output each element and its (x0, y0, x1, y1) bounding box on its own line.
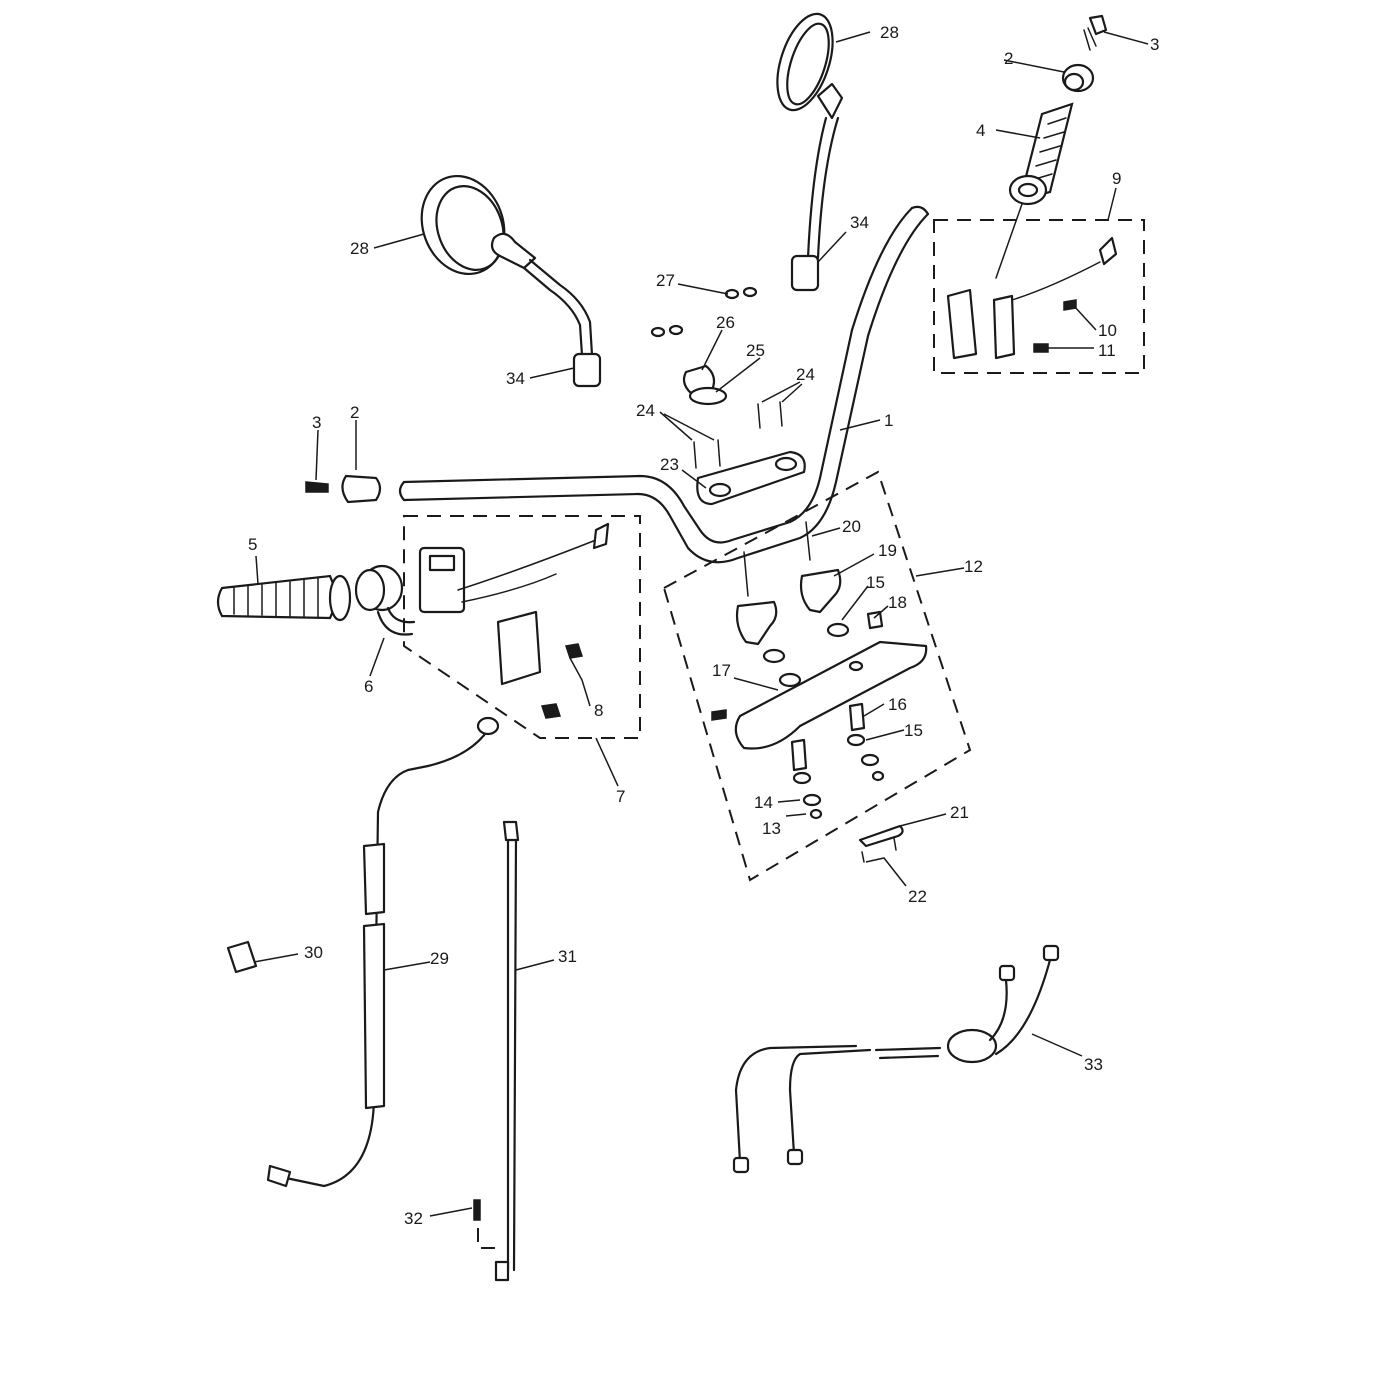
callout-24: 24 (796, 365, 815, 384)
left-bar-end (305, 474, 382, 504)
callout-33: 33 (1084, 1055, 1103, 1074)
callout-34: 34 (506, 369, 525, 388)
handlebar-top-clamp (650, 286, 806, 506)
callout-21: 21 (950, 803, 969, 822)
callout-4: 4 (976, 121, 985, 140)
callout-29: 29 (430, 949, 449, 968)
right-switch-box (933, 219, 1145, 374)
callout-labels: 1 2 2 3 3 4 5 6 7 8 9 10 11 12 13 14 15 … (248, 23, 1159, 1228)
right-grip-set (995, 14, 1108, 279)
clutch-cable (226, 716, 500, 1188)
callout-11: 11 (1098, 341, 1116, 360)
callout-30: 30 (304, 943, 323, 962)
left-grip (216, 574, 352, 622)
callout-24: 24 (636, 401, 655, 420)
throttle-assembly (354, 564, 416, 636)
callout-5: 5 (248, 535, 257, 554)
left-switch-housing (418, 522, 610, 719)
callout-6: 6 (364, 677, 373, 696)
leader-lines (253, 31, 1149, 1217)
callout-13: 13 (762, 819, 781, 838)
callout-17: 17 (712, 661, 731, 680)
callout-3: 3 (1150, 35, 1159, 54)
speedo-cable (473, 820, 520, 1282)
callout-2: 2 (350, 403, 359, 422)
clamp-box (662, 470, 972, 882)
callout-31: 31 (558, 947, 577, 966)
callout-16: 16 (888, 695, 907, 714)
callout-7: 7 (616, 787, 625, 806)
callout-8: 8 (594, 701, 603, 720)
callout-34: 34 (850, 213, 869, 232)
callout-14: 14 (754, 793, 773, 812)
handlebar-part (398, 205, 930, 564)
callout-19: 19 (878, 541, 897, 560)
callout-27: 27 (656, 271, 675, 290)
callout-10: 10 (1098, 321, 1117, 340)
mirror-left (420, 174, 602, 388)
callout-22: 22 (908, 887, 927, 906)
callout-18: 18 (888, 593, 907, 612)
callout-12: 12 (964, 557, 983, 576)
right-switch-housing (946, 236, 1118, 360)
mirror-right (776, 12, 844, 292)
callout-32: 32 (404, 1209, 423, 1228)
callout-25: 25 (746, 341, 765, 360)
callout-15: 15 (904, 721, 923, 740)
callout-3: 3 (312, 413, 321, 432)
callout-28: 28 (880, 23, 899, 42)
callout-9: 9 (1112, 169, 1121, 188)
callout-20: 20 (842, 517, 861, 536)
left-switch-box (403, 515, 641, 739)
callout-23: 23 (660, 455, 679, 474)
callout-28: 28 (350, 239, 369, 258)
callout-2: 2 (1004, 49, 1013, 68)
lower-clamp-parts (711, 521, 928, 863)
callout-1: 1 (884, 411, 893, 430)
callout-26: 26 (716, 313, 735, 332)
callout-15: 15 (866, 573, 885, 592)
throttle-cables (732, 944, 1060, 1174)
